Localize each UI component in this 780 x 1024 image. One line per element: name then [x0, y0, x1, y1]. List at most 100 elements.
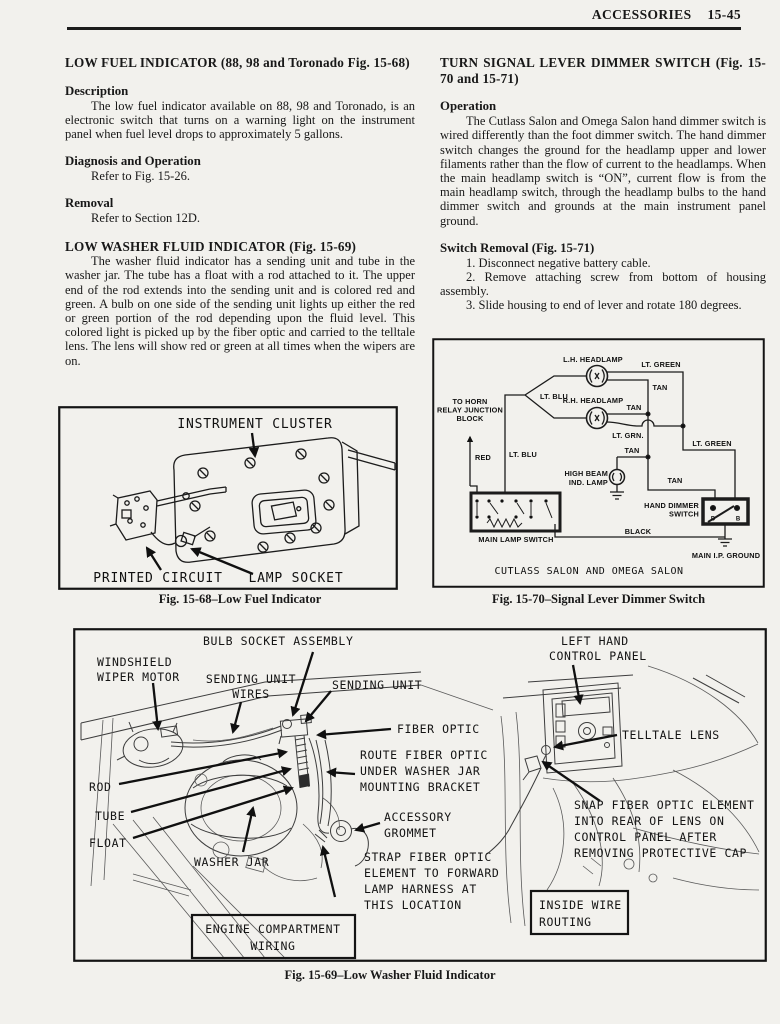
header-section-title: ACCESSORIES [591, 7, 692, 22]
fig69-label-snap-3: CONTROL PANEL AFTER [574, 830, 717, 844]
fig70-label-high-beam-2: IND. LAMP [569, 478, 608, 487]
fig69-label-sending-unit-wires-2: WIRES [232, 687, 270, 701]
fig69-label-strap-1: STRAP FIBER OPTIC [364, 850, 492, 864]
fig69-label-grommet: GROMMET [384, 826, 437, 840]
fig69-label-sending-unit: SENDING UNIT [332, 678, 422, 692]
fig69-label-washer-jar: WASHER JAR [194, 855, 269, 869]
printed-circuit-drawing [109, 486, 227, 541]
header-rule [67, 27, 741, 30]
fig69-label-inside-box-1: INSIDE WIRE [539, 898, 622, 912]
fig70-label-lt-grn: LT. GRN. [612, 431, 643, 440]
fig69-label-windshield-1: WINDSHIELD [97, 655, 172, 669]
fig69-border [73, 628, 767, 962]
fig68-label-printed-circuit: PRINTED CIRCUIT [93, 571, 222, 586]
figure-15-68-low-fuel-indicator: INSTRUMENT CLUSTER PRINTED CIRCUIT LAMP … [58, 406, 398, 590]
paragraph-washer: The washer fluid indicator has a sending… [65, 254, 415, 368]
fig70-label-hand-dimmer-1: HAND DIMMER [644, 501, 699, 510]
hand-dimmer-switch-box [701, 497, 750, 526]
fig70-label-lt-green-top: LT. GREEN [641, 360, 680, 369]
fig70-terminal-d: D [711, 517, 716, 523]
fig68-label-instrument-cluster: INSTRUMENT CLUSTER [177, 417, 332, 432]
step-2: 2. Remove attaching screw from bottom of… [440, 270, 766, 299]
engine-compartment-wiring-box: ENGINE COMPARTMENT WIRING [190, 913, 357, 960]
fig70-label-lt-green-right: LT. GREEN [692, 439, 731, 448]
fig69-label-bulb-socket-assembly: BULB SOCKET ASSEMBLY [203, 634, 353, 648]
main-lamp-switch-box [469, 491, 562, 533]
fig70-label-hand-dimmer-2: SWITCH [669, 510, 699, 519]
fig70-label-to-horn-2: RELAY JUNCTION [437, 406, 503, 415]
paragraph-removal: Refer to Section 12D. [91, 211, 201, 226]
header-page-number: 15-45 [707, 7, 741, 22]
fig70-label-cutlass-salon-footer: CUTLASS SALON AND OMEGA SALON [494, 566, 683, 577]
fig69-label-left-hand-1: LEFT HAND [561, 634, 629, 648]
fig69-label-left-hand-2: CONTROL PANEL [549, 649, 647, 663]
paragraph-operation: The Cutlass Salon and Omega Salon hand d… [440, 114, 766, 228]
fig69-label-strap-3: LAMP HARNESS AT [364, 882, 477, 896]
instrument-cluster-arrow [248, 432, 260, 459]
fig69-label-rod: ROD [89, 780, 112, 794]
fig70-label-tan-top: TAN [652, 383, 667, 392]
fig70-label-high-beam-1: HIGH BEAM [564, 469, 608, 478]
fig68-border [58, 406, 398, 590]
fig69-label-float: FLOAT [89, 836, 127, 850]
fig69-label-sending-unit-wires-1: SENDING UNIT [206, 672, 296, 686]
printed-circuit-arrow [145, 546, 162, 571]
fig70-label-tan-highbeam: TAN [624, 446, 639, 455]
inside-wire-routing-box: INSIDE WIRE ROUTING [529, 889, 630, 936]
fig70-label-red: RED [475, 453, 491, 462]
right-column: TURN SIGNAL LEVER DIMMER SWITCH (Fig. 15… [440, 55, 766, 313]
paragraph-diagnosis: Refer to Fig. 15-26. [91, 169, 190, 184]
fig69-label-route-3: MOUNTING BRACKET [360, 780, 480, 794]
fig69-label-windshield-2: WIPER MOTOR [97, 670, 180, 684]
subhead-operation: Operation [440, 99, 497, 114]
fig69-label-route-2: UNDER WASHER JAR [360, 764, 480, 778]
wiring-lines [466, 371, 736, 547]
fig70-label-to-horn-3: BLOCK [457, 414, 484, 423]
fig68-label-lamp-socket: LAMP SOCKET [249, 571, 344, 586]
fig69-label-engine-box-2: WIRING [250, 939, 295, 953]
fig70-caption: Fig. 15-70–Signal Lever Dimmer Switch [491, 592, 706, 606]
fig70-label-main-ip-ground: MAIN I.P. GROUND [692, 551, 760, 560]
fig70-label-lh-headlamp: L.H. HEADLAMP [563, 355, 623, 364]
engine-compartment-drawing [80, 671, 526, 960]
fig69-label-route-1: ROUTE FIBER OPTIC [360, 748, 488, 762]
fig70-label-tan-rh: TAN [626, 403, 641, 412]
step-3: 3. Slide housing to end of lever and rot… [466, 298, 742, 313]
fig70-terminal-b: B [736, 517, 741, 523]
fig69-label-snap-2: INTO REAR OF LENS ON [574, 814, 724, 828]
fig70-label-tan-right: TAN [667, 476, 682, 485]
fig70-label-rh-headlamp: R.H. HEADLAMP [563, 396, 624, 405]
subhead-diagnosis: Diagnosis and Operation [65, 154, 201, 169]
fig69-label-strap-4: THIS LOCATION [364, 898, 462, 912]
step-1: 1. Disconnect negative battery cable. [466, 255, 651, 270]
figure-15-70-signal-lever-dimmer-switch: D B L.H. HEADLAMP LT. GREEN TAN TO HORN … [432, 338, 765, 588]
paragraph-description: The low fuel indicator available on 88, … [65, 98, 415, 141]
fig70-label-main-lamp-switch: MAIN LAMP SWITCH [478, 535, 553, 544]
fig68-caption: Fig. 15-68–Low Fuel Indicator [158, 592, 322, 606]
figure-15-69-low-washer-fluid-indicator: WINDSHIELD WIPER MOTOR BULB SOCKET ASSEM… [73, 628, 767, 962]
instrument-cluster-drawing [173, 437, 396, 563]
section-heading-low-washer: LOW WASHER FLUID INDICATOR (Fig. 15-69) [65, 238, 357, 254]
subhead-removal: Removal [65, 196, 114, 211]
fig69-label-inside-box-2: ROUTING [539, 915, 592, 929]
fig70-label-black: BLACK [625, 527, 652, 536]
fig69-label-accessory: ACCESSORY [384, 810, 452, 824]
lamp-socket-arrow [190, 547, 254, 576]
fig70-label-to-horn-1: TO HORN [453, 397, 488, 406]
fig70-border [432, 338, 765, 588]
fig69-label-strap-2: ELEMENT TO FORWARD [364, 866, 499, 880]
section-heading-turn-signal: TURN SIGNAL LEVER DIMMER SWITCH (Fig. 15… [440, 55, 766, 86]
lamp-socket-drawing [150, 526, 211, 548]
callout-arrows [118, 651, 618, 898]
fig70-label-lt-blu-branch: LT. BLU [540, 392, 568, 401]
fig69-caption: Fig. 15-69–Low Washer Fluid Indicator [284, 968, 496, 982]
fig69-label-snap-4: REMOVING PROTECTIVE CAP [574, 846, 747, 860]
fig70-label-lt-blu-lower: LT. BLU [509, 450, 537, 459]
fig69-label-tube: TUBE [95, 809, 125, 823]
rh-headlamp-bulb [585, 406, 609, 430]
section-heading-low-fuel: LOW FUEL INDICATOR (88, 98 and Toronado … [65, 55, 410, 70]
fig69-label-engine-box-1: ENGINE COMPARTMENT [205, 922, 340, 936]
fig69-label-fiber-optic: FIBER OPTIC [397, 722, 480, 736]
lh-headlamp-bulb [585, 364, 609, 388]
